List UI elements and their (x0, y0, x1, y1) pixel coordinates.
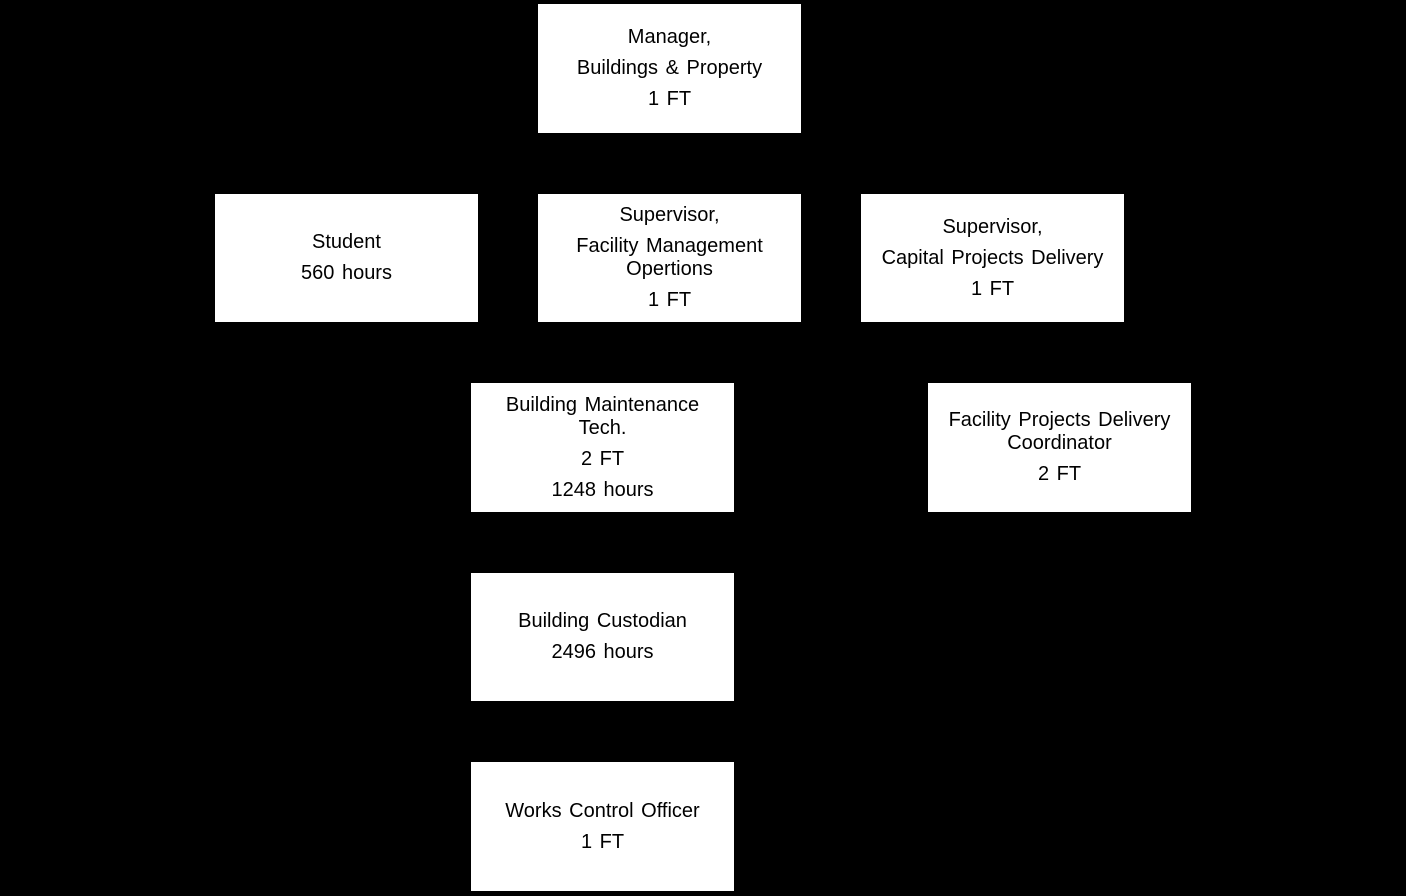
student-staffing: 560 hours (301, 262, 392, 284)
custodian-title: Building Custodian (518, 610, 687, 632)
supervisor-facility-title-line2: Facility Management (576, 235, 763, 257)
maintenance-tech-box: Building Maintenance Tech. 2 FT 1248 hou… (471, 383, 734, 512)
projects-coordinator-title-line2: Coordinator (1007, 432, 1112, 454)
supervisor-capital-staffing: 1 FT (970, 277, 1015, 300)
maintenance-tech-title-line1: Building Maintenance (505, 393, 700, 416)
maintenance-tech-staffing-hours: 1248 hours (551, 478, 654, 501)
supervisor-facility-staffing: 1 FT (647, 289, 692, 311)
supervisor-facility-box: Supervisor, Facility Management Opertion… (538, 194, 801, 322)
student-title: Student (312, 231, 381, 253)
custodian-staffing: 2496 hours (551, 641, 654, 663)
manager-title-line2: Buildings & Property (576, 57, 763, 79)
manager-staffing: 1 FT (647, 88, 692, 110)
custodian-box: Building Custodian 2496 hours (471, 573, 734, 701)
student-box: Student 560 hours (215, 194, 478, 322)
maintenance-tech-staffing-ft: 2 FT (580, 447, 625, 470)
supervisor-facility-title-line3: Opertions (626, 258, 713, 280)
projects-coordinator-staffing: 2 FT (1037, 463, 1082, 485)
projects-coordinator-title-line1: Facility Projects Delivery (948, 409, 1171, 431)
manager-box: Manager, Buildings & Property 1 FT (538, 4, 801, 133)
works-control-staffing: 1 FT (580, 830, 625, 853)
manager-title-line1: Manager, (627, 26, 712, 48)
works-control-title: Works Control Officer (505, 799, 700, 822)
supervisor-capital-title-line2: Capital Projects Delivery (881, 246, 1104, 269)
projects-coordinator-box: Facility Projects Delivery Coordinator 2… (928, 383, 1191, 512)
supervisor-capital-box: Supervisor, Capital Projects Delivery 1 … (861, 194, 1124, 322)
supervisor-facility-title-line1: Supervisor, (619, 204, 720, 226)
works-control-box: Works Control Officer 1 FT (471, 762, 734, 891)
supervisor-capital-title-line1: Supervisor, (942, 215, 1043, 238)
maintenance-tech-title-line2: Tech. (578, 416, 627, 439)
